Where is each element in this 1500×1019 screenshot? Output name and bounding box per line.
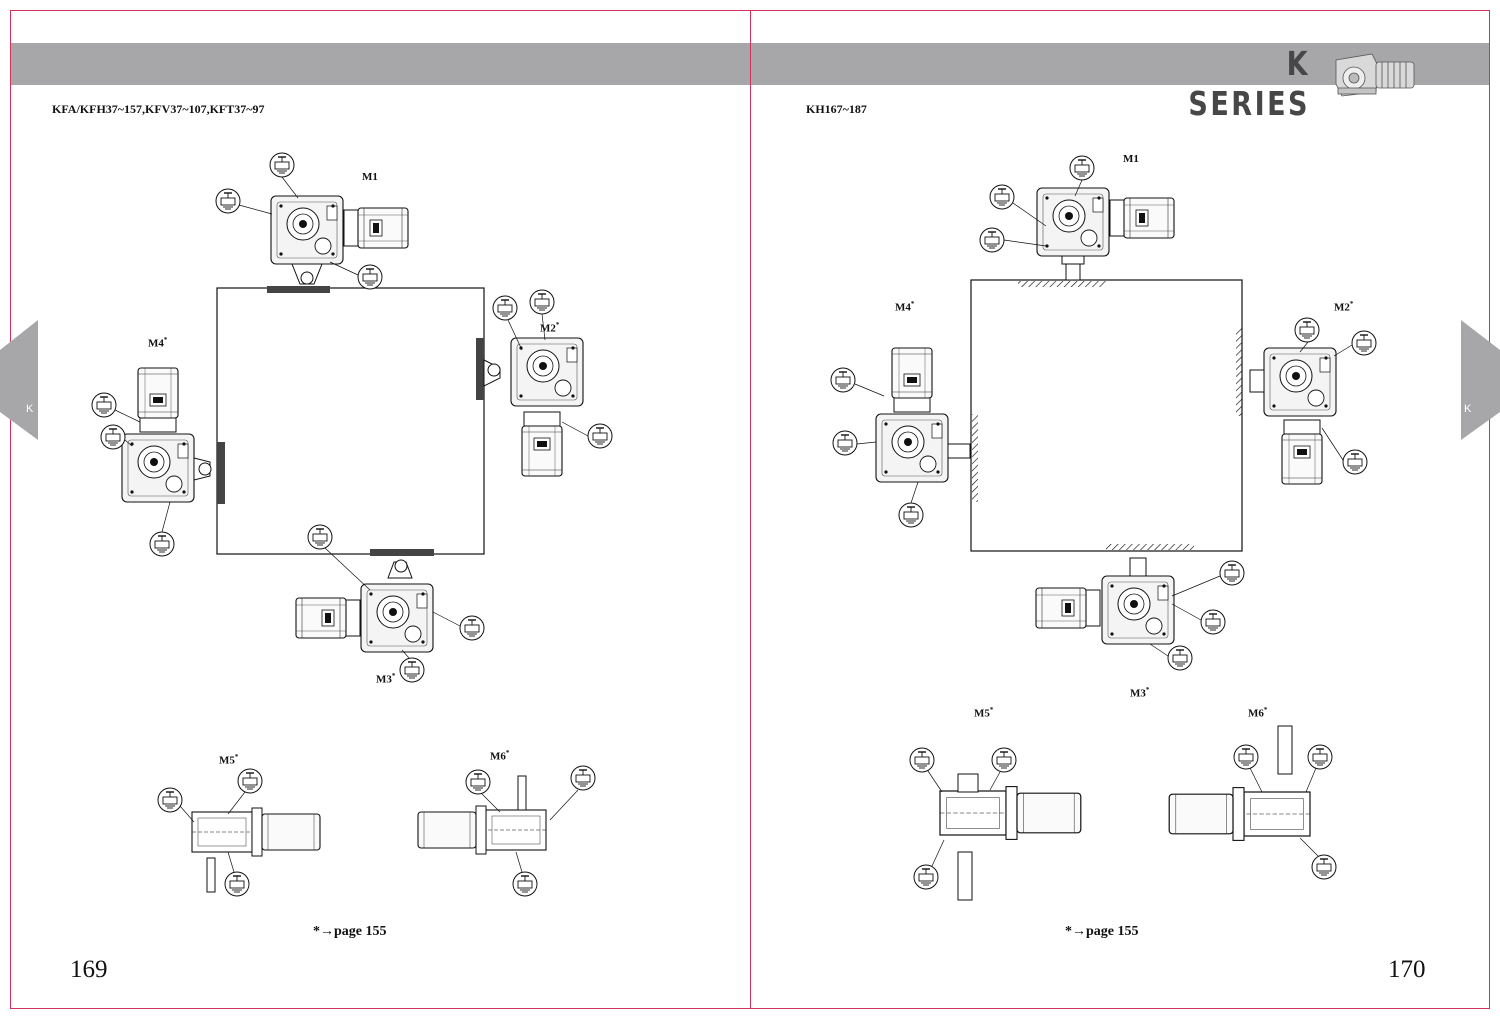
right-page-frame: [750, 10, 1490, 1009]
gear-motor-icon: [1335, 53, 1415, 97]
right-label-m6: M6*: [1248, 706, 1268, 720]
right-side-tab: [1461, 320, 1500, 440]
right-unit-m1: [979, 155, 1175, 281]
left-label-m4: M4*: [148, 336, 168, 350]
left-tab-letter: K: [26, 403, 34, 415]
left-side-tab: [0, 320, 38, 440]
left-unit-m2: [483, 289, 613, 477]
right-page-number: 170: [1388, 956, 1426, 983]
left-unit-m4: [91, 367, 212, 557]
right-label-m4: M4*: [895, 300, 915, 314]
left-label-m3: M3*: [376, 672, 396, 686]
right-unit-m2: [1249, 317, 1377, 485]
right-mounting-square: [970, 279, 1243, 552]
right-unit-m5: [909, 747, 1082, 901]
left-unit-m5: [157, 768, 321, 897]
right-unit-m6: [1168, 725, 1337, 880]
right-unit-m4: [830, 347, 971, 528]
left-model-title: KFA/KFH37~157,KFV37~107,KFT37~97: [52, 102, 265, 116]
left-unit-m3: [295, 524, 485, 683]
left-mounting-square: [216, 286, 485, 556]
left-label-m6: M6*: [490, 749, 510, 763]
series-title: K SERIES: [1188, 44, 1310, 123]
right-label-m3: M3*: [1130, 686, 1150, 700]
right-label-m2: M2*: [1334, 300, 1354, 314]
left-unit-m6: [417, 765, 596, 897]
right-label-m5: M5*: [974, 706, 994, 720]
right-label-m1: M1: [1123, 153, 1139, 165]
left-label-m2: M2*: [540, 321, 560, 335]
left-label-m5: M5*: [219, 753, 239, 767]
right-page-reference: *→page 155: [1065, 924, 1139, 939]
left-label-m1: M1: [362, 171, 378, 183]
right-unit-m3: [1035, 557, 1245, 671]
right-model-title: KH167~187: [806, 102, 867, 116]
left-unit-m1: [215, 152, 409, 290]
left-page-reference: *→page 155: [313, 924, 387, 939]
left-header-band: [11, 43, 750, 85]
left-page-number: 169: [70, 956, 108, 983]
right-tab-letter: K: [1464, 403, 1472, 415]
